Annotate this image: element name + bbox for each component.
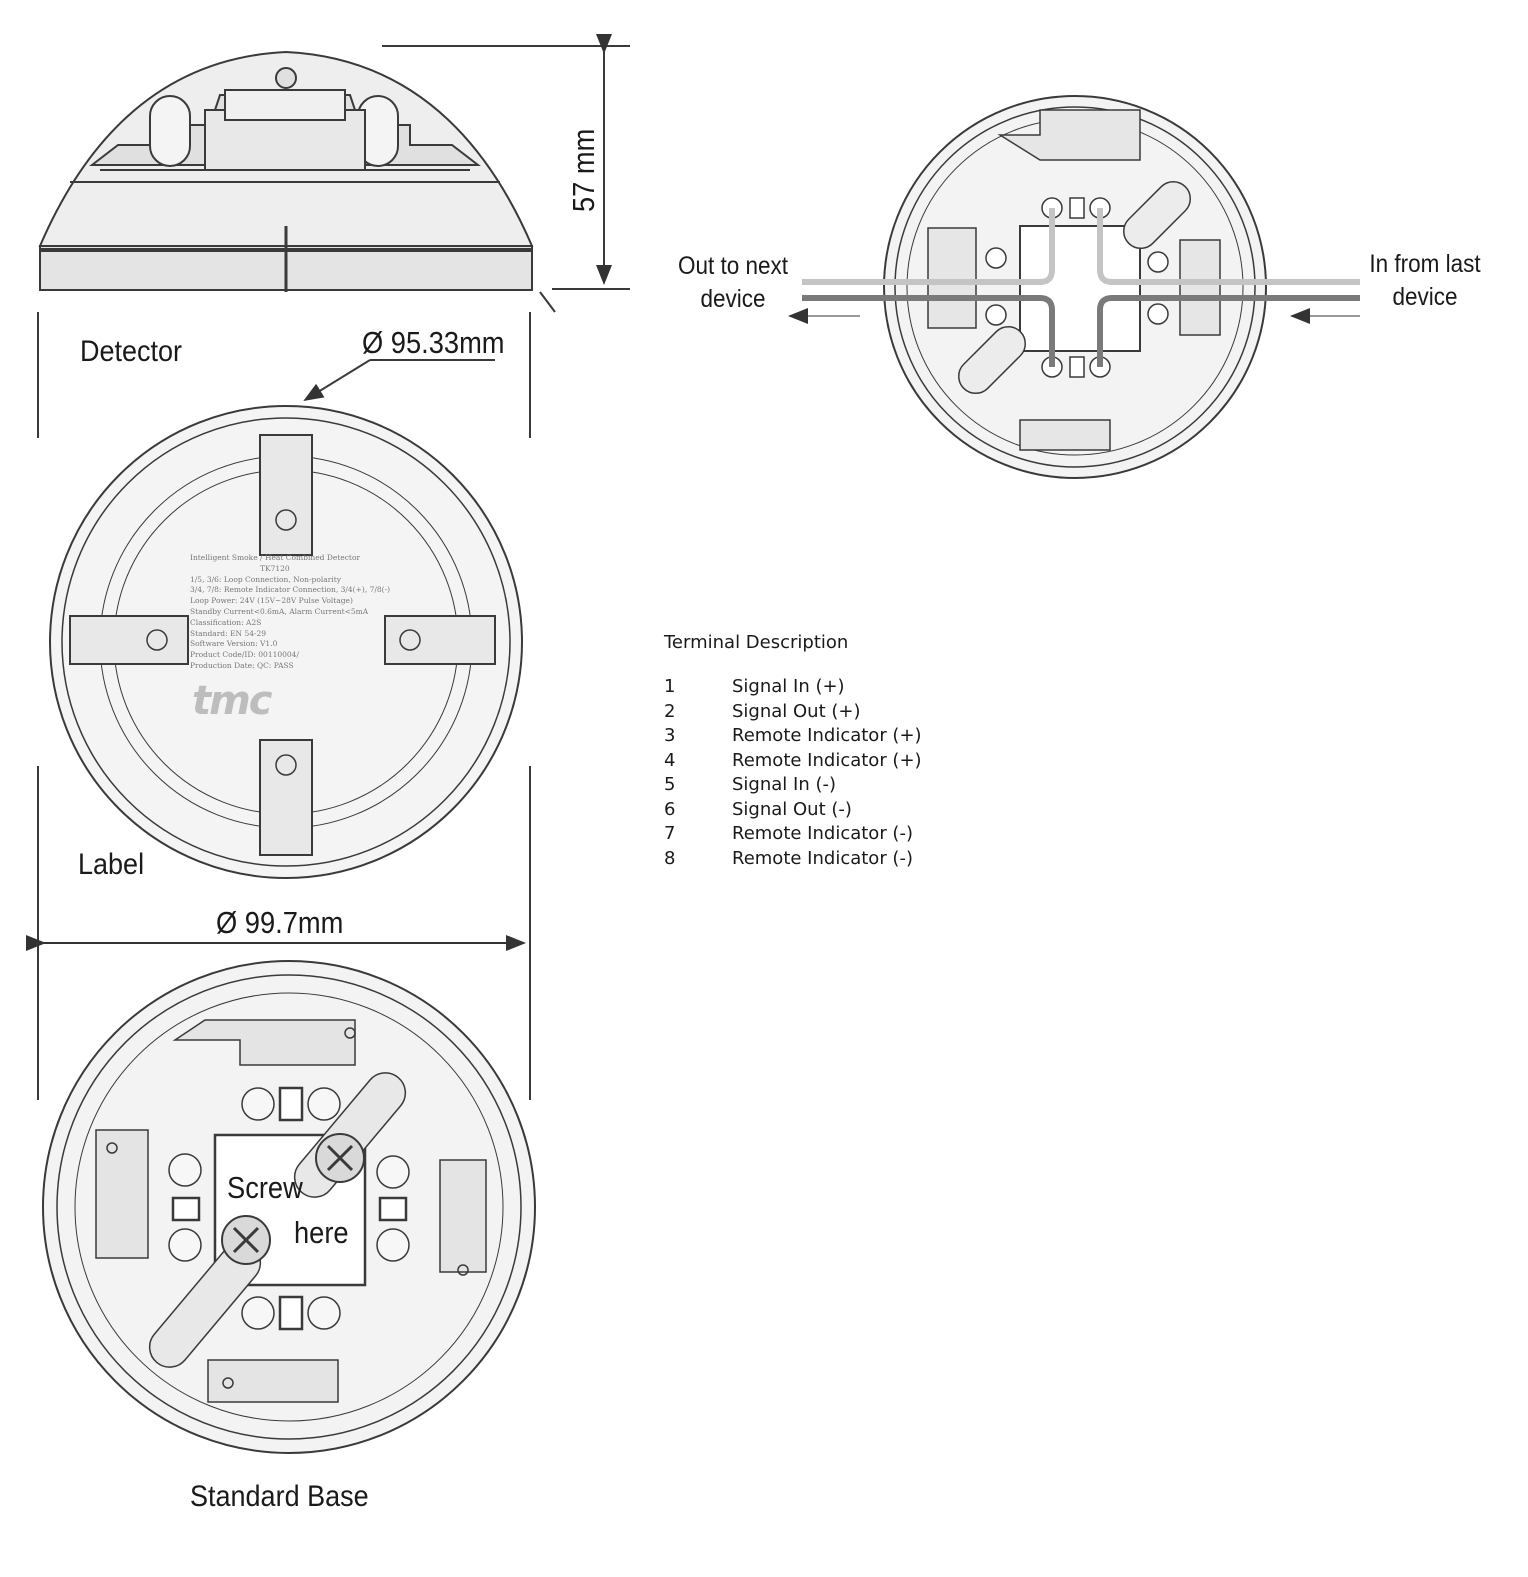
device-label-line: Intelligent Smoke / Heat Combined Detect…: [190, 553, 361, 562]
standard-base-caption: Standard Base: [190, 1480, 369, 1513]
terminal-desc: Remote Indicator (+): [732, 725, 922, 746]
terminal-row: 7 Remote Indicator (-): [664, 822, 922, 847]
device-label-line: Production Date: QC: PASS: [190, 660, 294, 670]
terminal-number: 5: [664, 774, 676, 795]
standard-base-view: [42, 960, 536, 1454]
device-label-line: TK7120: [260, 563, 290, 573]
device-label-line: 1/5, 3/6: Loop Connection, Non-polarity: [190, 574, 341, 584]
terminal-desc: Signal Out (-): [732, 798, 852, 820]
terminal-number: 6: [664, 798, 676, 820]
out-to-next-device-label: Out to next device: [675, 250, 792, 316]
device-label-line: Standard: EN 54-29: [190, 628, 267, 638]
detector-diameter-label: Ø 95.33mm: [362, 325, 505, 360]
terminal-number: 1: [664, 676, 676, 697]
device-label-line: Loop Power: 24V (15V~28V Pulse Voltage): [190, 596, 353, 606]
device-label-line: Classification: A2S: [190, 617, 262, 627]
terminal-desc: Remote Indicator (-): [732, 823, 913, 844]
screw-here-line1: Screw: [227, 1170, 303, 1205]
detector-caption: Detector: [80, 335, 183, 368]
terminal-row: 2 Signal Out (+): [664, 700, 922, 725]
terminal-desc: Signal In (+): [732, 676, 845, 697]
out-label-line2: device: [700, 285, 766, 313]
terminal-number: 7: [664, 823, 676, 844]
terminal-row: 8 Remote Indicator (-): [664, 847, 922, 872]
screw-here-line2: here: [294, 1215, 349, 1250]
in-from-last-device-label: In from last device: [1362, 248, 1488, 314]
terminal-row: 4 Remote Indicator (+): [664, 749, 922, 774]
out-label-line1: Out to next: [677, 252, 789, 280]
terminal-desc: Remote Indicator (+): [732, 749, 922, 771]
terminal-row: 5 Signal In (-): [664, 773, 922, 798]
terminal-desc: Signal Out (+): [732, 700, 861, 722]
terminal-row: 3 Remote Indicator (+): [664, 724, 922, 749]
terminal-number: 2: [664, 700, 676, 722]
device-label-line: 3/4, 7/8: Remote Indicator Connection, 3…: [190, 585, 391, 595]
wiring-diagram-base: [788, 95, 1360, 479]
terminal-desc: Signal In (-): [732, 774, 836, 795]
terminal-number: 3: [664, 725, 676, 746]
terminal-row: 6 Signal Out (-): [664, 798, 922, 823]
detector-side-view: [38, 34, 630, 313]
terminal-number: 4: [664, 749, 676, 771]
in-label-line2: device: [1392, 283, 1458, 311]
device-label-line: Product Code/ID: 00110004/: [190, 650, 299, 660]
device-label-text: Intelligent Smoke / Heat Combined Detect…: [190, 553, 390, 672]
device-label-line: Standby Current<0.6mA, Alarm Current<5mA: [190, 606, 369, 616]
terminal-desc: Remote Indicator (-): [732, 847, 913, 869]
tmc-logo: tmc: [192, 678, 273, 724]
device-label-line: Software Version: V1.0: [190, 639, 278, 649]
base-diameter-label: Ø 99.7mm: [216, 905, 344, 940]
terminal-description-heading: Terminal Description: [664, 632, 849, 653]
terminal-number: 8: [664, 847, 676, 869]
label-view-detector: [37, 312, 531, 1100]
in-label-line1: In from last: [1369, 250, 1481, 278]
height-dimension-label: 57 mm: [566, 128, 601, 212]
terminal-row: 1 Signal In (+): [664, 675, 922, 700]
label-caption: Label: [78, 848, 145, 881]
